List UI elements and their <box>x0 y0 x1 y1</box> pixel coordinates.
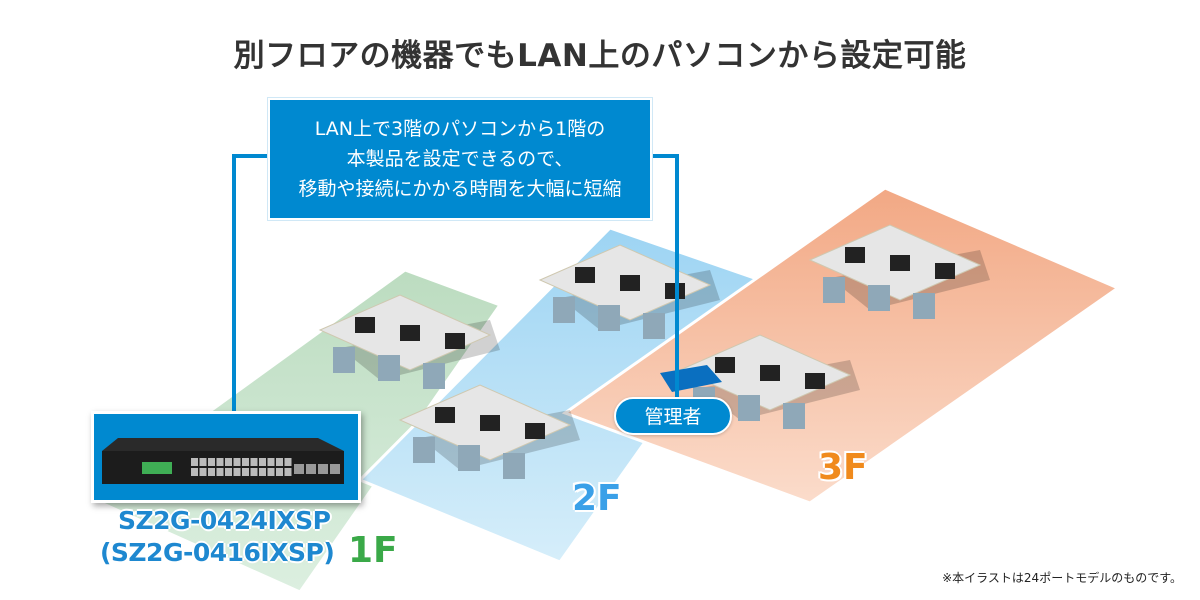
rj45-port <box>191 458 198 466</box>
laptop-icon <box>525 423 545 439</box>
chair-icon <box>378 355 400 381</box>
chair-icon <box>423 363 445 389</box>
laptop-icon <box>805 373 825 389</box>
admin-badge: 管理者 <box>614 397 732 435</box>
chair-icon <box>598 305 620 331</box>
floor-2f-plane <box>357 226 763 564</box>
rj45-port <box>284 468 292 476</box>
network-switch-icon <box>102 438 344 484</box>
rj45-port <box>208 458 215 466</box>
laptop-icon <box>845 247 865 263</box>
laptop-icon <box>435 407 455 423</box>
rj45-port <box>216 458 224 466</box>
chair-icon <box>913 293 935 319</box>
model-name-alt: (SZ2G-0416IXSP) <box>100 538 335 567</box>
laptop-icon <box>575 267 595 283</box>
rj45-port <box>199 468 207 476</box>
chair-icon <box>738 395 760 421</box>
rj45-port <box>267 468 275 476</box>
status-led-panel <box>142 462 172 474</box>
laptop-icon <box>480 415 500 431</box>
switch-image-panel <box>91 411 361 503</box>
footnote: ※本イラストは24ポートモデルのものです。 <box>942 571 1182 585</box>
connector-line-right <box>652 154 679 398</box>
rj45-port <box>250 468 258 476</box>
laptop-icon <box>620 275 640 291</box>
laptop-icon <box>445 333 465 349</box>
chair-icon <box>823 277 845 303</box>
rj45-port <box>242 458 249 466</box>
connector-line-left <box>232 154 268 412</box>
floor-label-3f: 3F <box>818 447 868 488</box>
chair-icon <box>553 297 575 323</box>
rj45-port <box>276 468 283 476</box>
chair-icon <box>333 347 355 373</box>
rj45-port <box>225 468 232 476</box>
sfp-port <box>294 464 304 474</box>
desk-cluster <box>398 384 580 479</box>
sfp-port <box>330 464 340 474</box>
rj45-port <box>259 458 266 466</box>
model-name-primary: SZ2G-0424IXSP <box>118 506 331 535</box>
floor-label-1f: 1F <box>348 530 398 571</box>
chair-icon <box>783 403 805 429</box>
rj45-port <box>233 458 241 466</box>
callout-box: LAN上で3階のパソコンから1階の 本製品を設定できるので、 移動や接続にかかる… <box>268 98 652 220</box>
rj45-port <box>208 468 215 476</box>
desk-cluster <box>318 294 500 389</box>
rj45-port <box>267 458 275 466</box>
rj45-port <box>216 468 224 476</box>
laptop-icon <box>715 357 735 373</box>
rj45-port <box>233 468 241 476</box>
laptop-icon <box>760 365 780 381</box>
rj45-port <box>225 458 232 466</box>
callout-line: 移動や接続にかかる時間を大幅に短縮 <box>298 178 622 200</box>
chair-icon <box>503 453 525 479</box>
laptop-icon <box>935 263 955 279</box>
rj45-port <box>284 458 292 466</box>
chair-icon <box>643 313 665 339</box>
rj45-port <box>276 458 283 466</box>
desk-cluster <box>808 224 990 319</box>
rj45-port <box>250 458 258 466</box>
callout-line: 本製品を設定できるので、 <box>346 148 574 170</box>
rj45-port <box>259 468 266 476</box>
laptop-icon <box>355 317 375 333</box>
sfp-port <box>306 464 316 474</box>
laptop-icon <box>890 255 910 271</box>
rj45-port <box>242 468 249 476</box>
desk-cluster <box>538 244 720 339</box>
rj45-port <box>199 458 207 466</box>
laptop-icon <box>400 325 420 341</box>
rj45-port <box>191 468 198 476</box>
chair-icon <box>458 445 480 471</box>
chair-icon <box>413 437 435 463</box>
desk-cluster <box>678 334 860 429</box>
sfp-port <box>318 464 328 474</box>
callout-line: LAN上で3階のパソコンから1階の <box>314 118 606 140</box>
page-title: 別フロアの機器でもLAN上のパソコンから設定可能 <box>233 38 967 74</box>
chair-icon <box>868 285 890 311</box>
floor-label-2f: 2F <box>572 478 622 519</box>
